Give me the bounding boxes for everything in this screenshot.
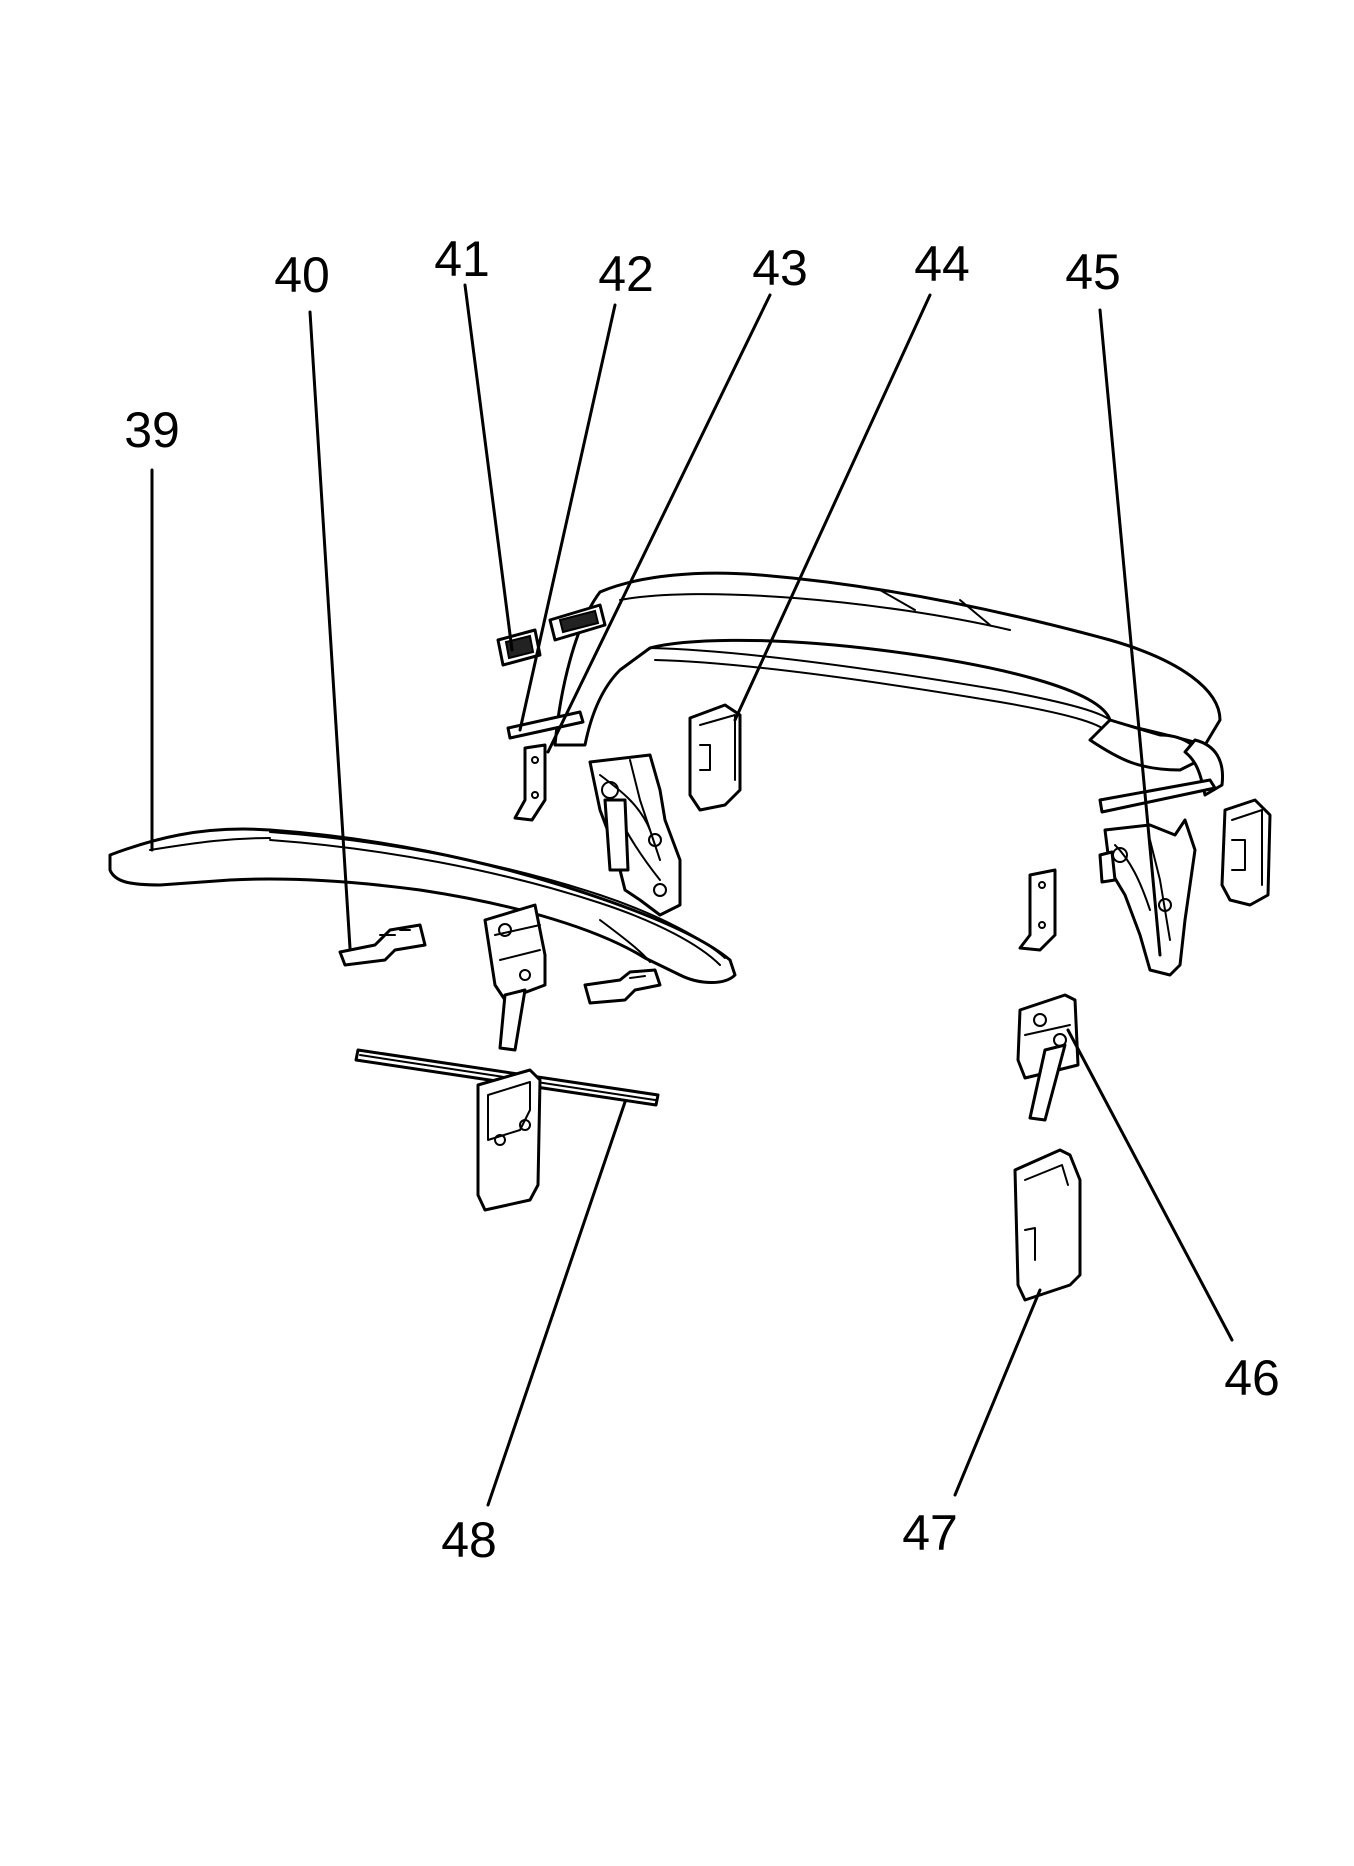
leader-40 xyxy=(308,310,352,950)
part-40-hinge xyxy=(338,923,427,967)
callout-labels: 39 40 41 42 43 44 45 46 47 48 xyxy=(124,231,1280,1568)
left-hinge-assembly xyxy=(588,753,682,917)
callout-48: 48 xyxy=(441,1512,497,1568)
center-hinge-assembly xyxy=(483,903,547,1052)
callout-47: 47 xyxy=(902,1505,958,1561)
upper-panel-assembly xyxy=(553,571,1225,814)
leader-41 xyxy=(463,283,514,652)
callout-43: 43 xyxy=(752,240,808,296)
part-45-right-hinge xyxy=(1098,818,1197,977)
leader-48 xyxy=(486,1100,627,1507)
leader-43 xyxy=(546,293,772,754)
callout-41: 41 xyxy=(434,231,490,287)
lower-left-pad xyxy=(476,1068,542,1212)
leader-45 xyxy=(1098,308,1162,957)
part-43-bracket xyxy=(513,743,547,822)
part-41-brackets xyxy=(496,603,607,667)
callout-46: 46 xyxy=(1224,1350,1280,1406)
lower-small-hinge xyxy=(583,968,662,1005)
callout-39: 39 xyxy=(124,402,180,458)
callout-44: 44 xyxy=(914,236,970,292)
callout-40: 40 xyxy=(274,247,330,303)
leader-lines xyxy=(150,283,1234,1507)
part-44-pad xyxy=(688,703,742,812)
right-upper-pad xyxy=(1220,798,1272,907)
leader-47 xyxy=(953,1288,1042,1497)
callout-42: 42 xyxy=(598,246,654,302)
lower-panel-assembly xyxy=(108,827,737,984)
leader-44 xyxy=(733,293,932,722)
right-small-bracket xyxy=(1018,868,1057,952)
leader-46 xyxy=(1066,1028,1234,1342)
part-47-pad xyxy=(1013,1148,1082,1302)
part-46-plate xyxy=(1016,993,1080,1122)
callout-45: 45 xyxy=(1065,244,1121,300)
leader-42 xyxy=(518,303,617,732)
